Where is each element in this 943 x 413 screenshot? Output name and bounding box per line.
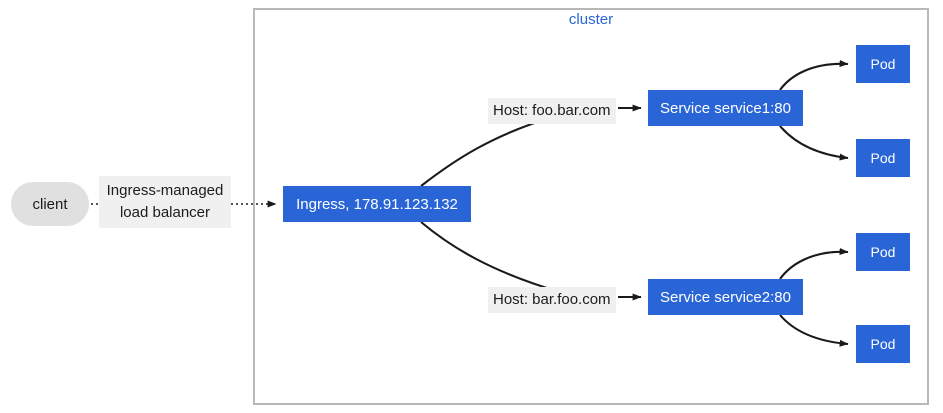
client-node: client xyxy=(11,182,89,226)
load-balancer-label-line2: load balancer xyxy=(119,204,211,221)
host-label-bar-foo-com: Host: bar.foo.com xyxy=(488,287,616,313)
service-node-service2: Service service2:80 xyxy=(648,279,803,315)
pod-node-4: Pod xyxy=(856,325,910,363)
load-balancer-label: Ingress-managed load balancer xyxy=(99,176,231,228)
cluster-boundary xyxy=(253,8,929,405)
cluster-label: cluster xyxy=(568,11,614,28)
ingress-node: Ingress, 178.91.123.132 xyxy=(283,186,471,222)
pod-node-1: Pod xyxy=(856,45,910,83)
load-balancer-label-line1: Ingress-managed xyxy=(106,182,224,199)
host-label-foo-bar-com: Host: foo.bar.com xyxy=(488,98,616,124)
service-node-service1: Service service1:80 xyxy=(648,90,803,126)
pod-node-2: Pod xyxy=(856,139,910,177)
pod-node-3: Pod xyxy=(856,233,910,271)
